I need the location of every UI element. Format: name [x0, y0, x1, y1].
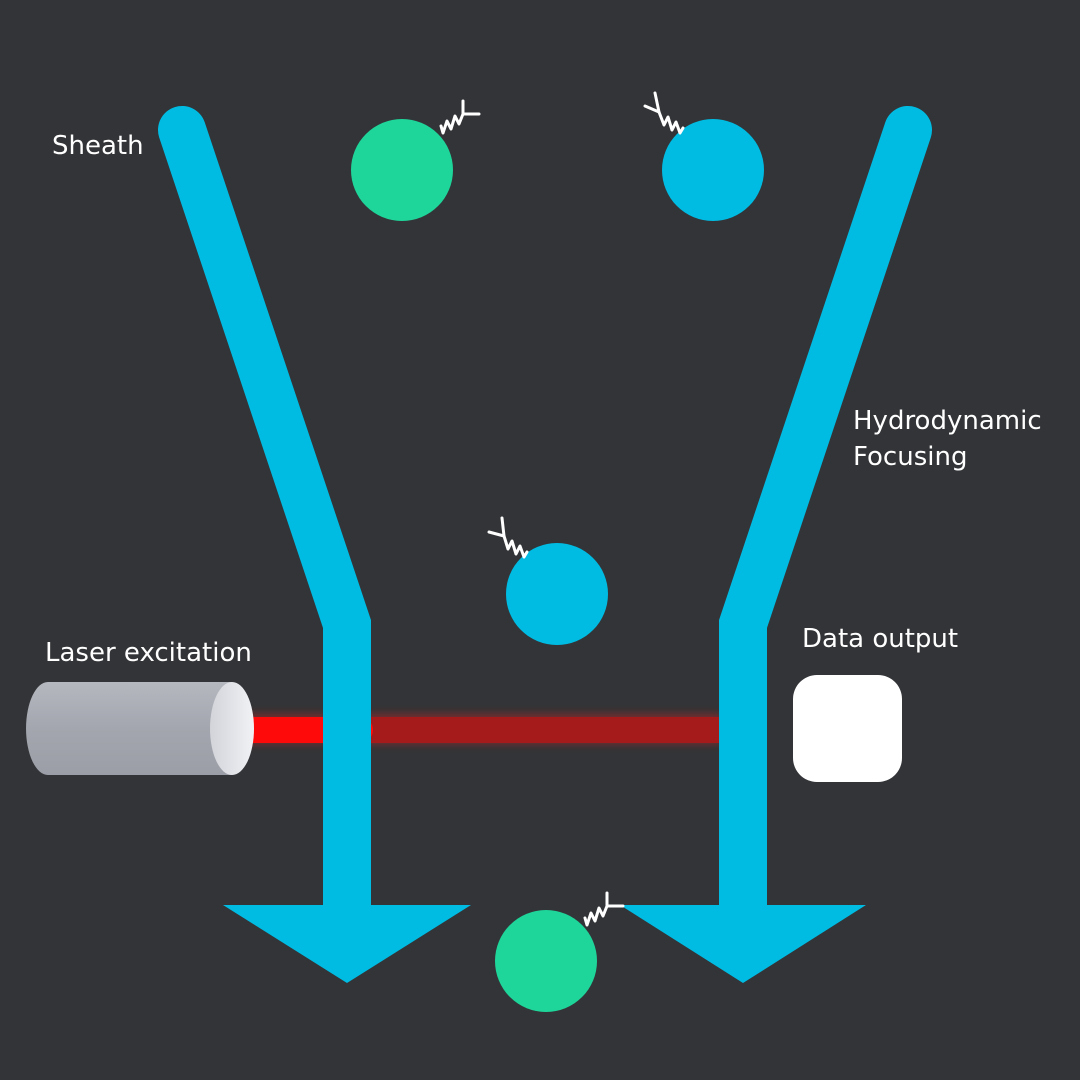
laser-beam-segment	[360, 717, 722, 743]
detector-box	[793, 675, 902, 782]
cell-blue-center	[487, 516, 608, 645]
cell-body	[351, 119, 453, 221]
cell-green-bottom	[495, 891, 625, 1012]
antibody-icon	[643, 91, 685, 135]
data-output-label: Data output	[802, 624, 959, 654]
sheath-channel-right	[620, 106, 932, 983]
laser-body	[26, 682, 233, 775]
flow-arrowhead-left	[223, 905, 471, 983]
laser-source	[26, 682, 254, 775]
laser-excitation-label: Laser excitation	[45, 638, 252, 668]
flow-arrowhead-right	[620, 905, 866, 983]
antibody-icon	[439, 99, 481, 135]
antibody-icon	[487, 516, 529, 559]
sheath-flow-right	[719, 106, 932, 934]
laser-aperture	[210, 682, 254, 775]
laser-beam	[233, 714, 723, 744]
cell-green-top	[351, 99, 481, 221]
cell-body	[495, 910, 597, 1012]
antibody-icon	[583, 891, 625, 927]
cell-blue-top	[643, 91, 764, 221]
cell-body	[506, 543, 608, 645]
hydrodynamic-focusing-label: Hydrodynamic Focusing	[853, 406, 1042, 472]
cell-body	[662, 119, 764, 221]
sheath-label: Sheath	[52, 131, 144, 161]
sheath-channel-left	[158, 106, 471, 983]
sheath-flow-left	[158, 106, 371, 934]
